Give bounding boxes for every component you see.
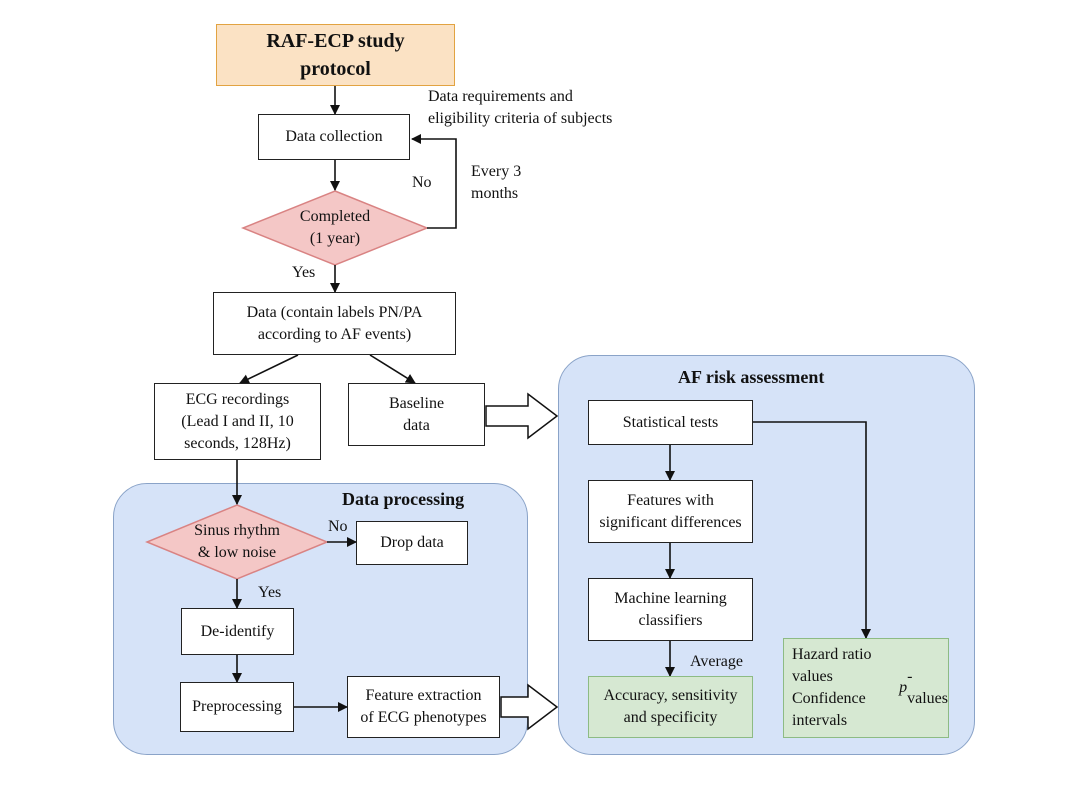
ecg-recordings-box: ECG recordings (Lead I and II, 10 second… xyxy=(154,383,321,460)
hazard-box: Hazard ratio values Confidence intervals… xyxy=(783,638,949,738)
every-3-months-label: Every 3 months xyxy=(471,163,522,202)
deidentify-box: De-identify xyxy=(181,608,294,655)
no-sinus-label: No xyxy=(328,518,348,535)
data-labels-box: Data (contain labels PN/PA according to … xyxy=(213,292,456,355)
ml-classifiers-box: Machine learning classifiers xyxy=(588,578,753,641)
arrow-loop-no xyxy=(411,134,457,229)
protocol-box: RAF-ECP study protocol xyxy=(216,24,455,86)
average-label: Average xyxy=(690,653,743,670)
drop-data-box: Drop data xyxy=(356,521,468,565)
accuracy-box: Accuracy, sensitivity and specificity xyxy=(588,676,753,738)
sinus-diamond-label: Sinus rhythm & low noise xyxy=(194,522,280,561)
feature-extraction-box: Feature extraction of ECG phenotypes xyxy=(347,676,500,738)
features-significant-box: Features with significant differences xyxy=(588,480,753,543)
block-arrow-baseline-stats xyxy=(485,392,559,440)
completed-diamond-label: Completed (1 year) xyxy=(299,208,371,247)
block-arrow-feature-accuracy xyxy=(500,683,559,731)
statistical-tests-box: Statistical tests xyxy=(588,400,753,445)
no-loop-label: No xyxy=(412,174,432,191)
data-processing-title: Data processing xyxy=(342,489,465,509)
baseline-data-box: Baseline data xyxy=(348,383,485,446)
arrow-data-baseline xyxy=(369,354,416,384)
arrow-stats-hazard xyxy=(753,421,871,639)
requirements-label: Data requirements and eligibility criter… xyxy=(428,88,613,127)
data-collection-box: Data collection xyxy=(258,114,410,160)
preprocessing-box: Preprocessing xyxy=(180,682,294,732)
af-risk-title: AF risk assessment xyxy=(678,367,825,387)
arrow-data-ecg xyxy=(239,354,299,384)
yes-completed-label: Yes xyxy=(292,264,316,281)
yes-sinus-label: Yes xyxy=(258,584,282,601)
